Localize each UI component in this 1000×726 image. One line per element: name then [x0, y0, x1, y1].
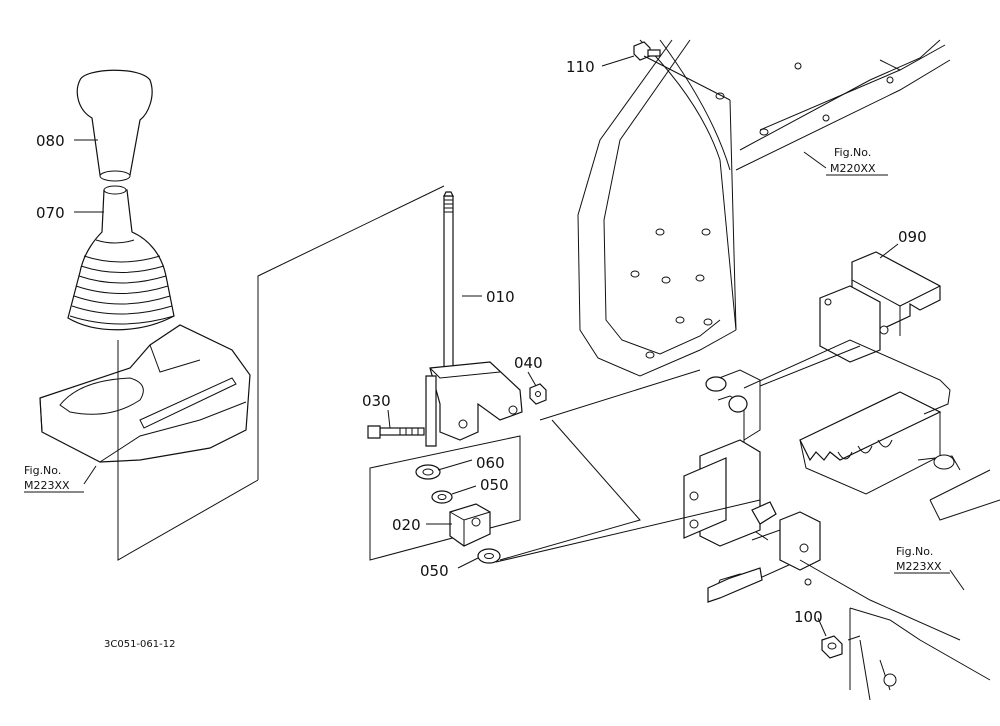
- bottom-right-plate: [799, 469, 1000, 701]
- fig-ref-left-line1: Fig.No.: [24, 464, 61, 477]
- callout-080: 080: [36, 132, 65, 150]
- part-110-bolt: [633, 41, 661, 61]
- callout-110: 110: [566, 58, 595, 76]
- gate-plate: [799, 391, 961, 495]
- part-090-bracket: [819, 251, 941, 363]
- fig-ref-top-line1: Fig.No.: [834, 146, 871, 159]
- frame-panel: [577, 39, 951, 377]
- connection-lines: [117, 55, 761, 563]
- part-040-nut: [529, 383, 547, 405]
- callout-040: 040: [514, 354, 543, 372]
- callout-090: 090: [898, 228, 927, 246]
- callout-070: 070: [36, 204, 65, 222]
- linkage-assembly: [683, 339, 951, 603]
- callout-060: 060: [476, 454, 505, 472]
- part-030-bolt: [367, 425, 425, 439]
- subassembly-frame: [369, 435, 521, 561]
- fig-ref-right: Fig.No. M223XX: [894, 545, 950, 574]
- leader-lines: [74, 55, 965, 637]
- fig-ref-top: Fig.No. M220XX: [826, 146, 888, 176]
- lever-cover: [39, 324, 251, 463]
- part-080-knob: [76, 69, 153, 182]
- fig-ref-left-line2: M223XX: [24, 479, 70, 492]
- part-100-nut: [821, 635, 861, 659]
- callout-010: 010: [486, 288, 515, 306]
- fig-ref-right-line2: M223XX: [896, 560, 942, 573]
- part-020-block: [449, 503, 491, 547]
- lever-bracket: [425, 361, 523, 447]
- callout-050b: 050: [420, 562, 449, 580]
- drawing-code: 3C051-061-12: [104, 639, 175, 650]
- part-070-boot: [67, 185, 175, 331]
- part-050a-washer: [431, 490, 453, 504]
- callout-020: 020: [392, 516, 421, 534]
- callout-labels: 080 070 010 040 030 060 050 020 050 110 …: [36, 58, 927, 626]
- part-010-rod: [443, 191, 454, 371]
- callout-030: 030: [362, 392, 391, 410]
- part-060-clip: [415, 464, 441, 480]
- fig-ref-right-line1: Fig.No.: [896, 545, 933, 558]
- callout-050a: 050: [480, 476, 509, 494]
- fig-ref-top-line2: M220XX: [830, 162, 876, 175]
- callout-100: 100: [794, 608, 823, 626]
- fig-ref-left: Fig.No. M223XX: [24, 464, 84, 493]
- part-050b-washer: [477, 548, 501, 564]
